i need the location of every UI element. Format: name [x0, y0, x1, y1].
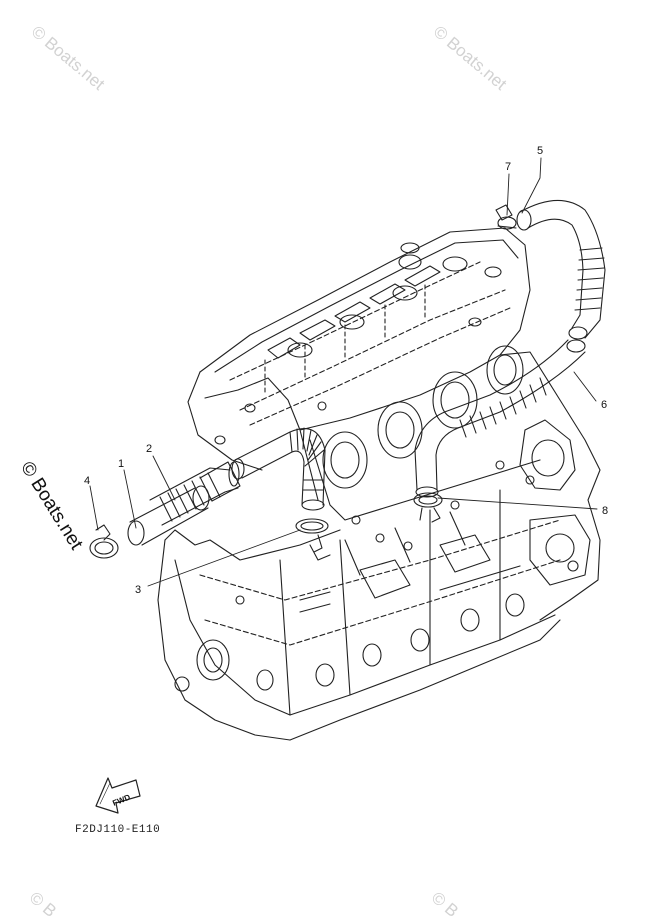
leader-3: [147, 529, 301, 587]
callout-4: 4: [84, 475, 90, 487]
leader-7: [506, 173, 510, 216]
part-7-clip: [495, 204, 517, 230]
part-3-clamp: [295, 518, 331, 561]
engine-block: [157, 227, 601, 741]
leader-4: [89, 485, 99, 531]
leader-2: [152, 455, 176, 501]
leader-5: [521, 157, 542, 214]
callout-6: 6: [601, 399, 607, 411]
leader-8: [437, 497, 598, 510]
callout-8: 8: [602, 505, 608, 517]
callout-2: 2: [146, 443, 152, 455]
part-1-hose: [127, 485, 210, 546]
callout-7: 7: [505, 161, 511, 173]
fwd-label: FWD: [111, 793, 131, 808]
callout-5: 5: [537, 145, 543, 157]
leader-lines: [89, 157, 598, 587]
fwd-arrow-icon: [95, 777, 141, 814]
callout-1: 1: [118, 458, 124, 470]
drawing-code: F2DJ110-E110: [75, 824, 161, 836]
leader-1: [123, 469, 137, 529]
part-5-hose: [516, 199, 606, 340]
part-4-clip: [89, 524, 119, 559]
callout-3: 3: [135, 584, 141, 596]
leader-6: [573, 371, 597, 402]
part-8-clamp: [413, 492, 443, 523]
part-6-hose: [414, 339, 586, 498]
center-elbow-hose: [231, 427, 326, 511]
